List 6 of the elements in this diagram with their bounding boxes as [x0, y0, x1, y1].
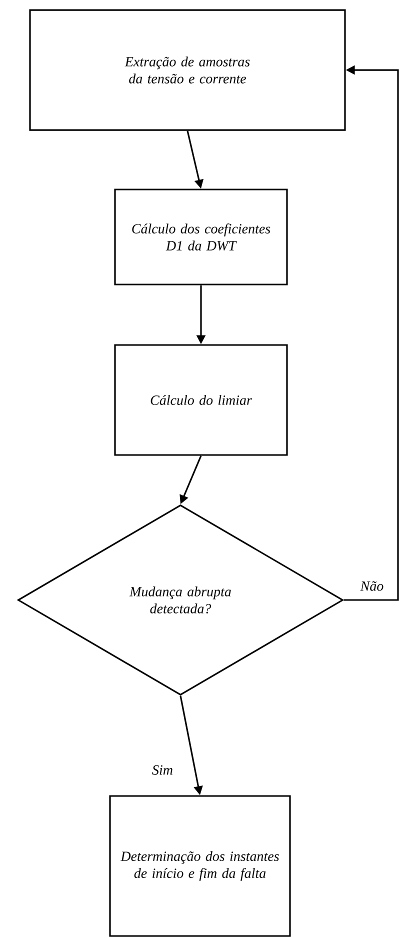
process-box: Cálculo do limiar: [114, 344, 288, 456]
process-box: Determinação dos instantes de início e fim da falta: [109, 795, 291, 937]
edge-label: Não: [359, 580, 385, 592]
process-box: Extração de amostras da tensão e corrente: [29, 9, 346, 131]
edge-label: Sim: [151, 764, 174, 776]
process-box: Cálculo dos coeficientes D1 da DWT: [114, 188, 288, 286]
